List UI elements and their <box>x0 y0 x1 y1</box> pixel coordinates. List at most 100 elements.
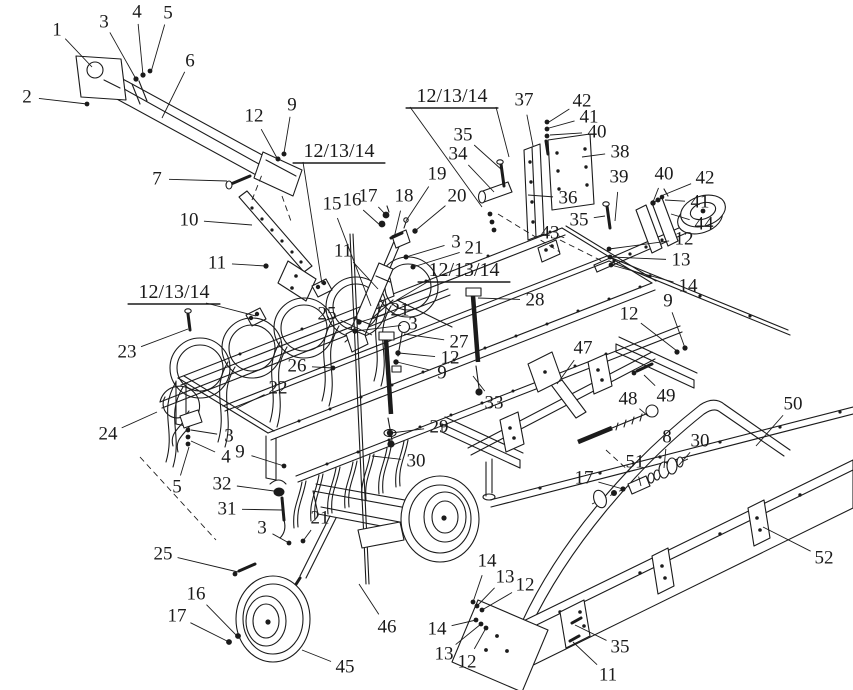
callout-label: 45 <box>336 657 355 678</box>
leader-line <box>204 221 252 225</box>
callout-label: 44 <box>695 214 715 235</box>
leader-line <box>639 409 648 416</box>
callout-label: 9 <box>287 95 297 116</box>
leader-line <box>477 588 495 606</box>
callout-label: 30 <box>691 431 710 452</box>
coil-tine <box>218 318 282 447</box>
callout-label: 24 <box>99 424 119 445</box>
callout-label: 35 <box>570 210 589 231</box>
leader-line <box>180 447 189 476</box>
callout-label: 40 <box>588 122 607 143</box>
callout-label: 21 <box>391 300 410 321</box>
callout-label: 3 <box>99 12 109 33</box>
leader-line <box>191 430 217 434</box>
callout-label: 32 <box>213 474 232 495</box>
callout-label: 17 <box>575 468 594 489</box>
leader-line <box>284 117 290 153</box>
leader-line <box>413 252 460 267</box>
leader-line <box>756 415 783 446</box>
callout-label: 3 <box>408 314 418 335</box>
callout-label: 17 <box>359 186 378 207</box>
leader-line <box>397 362 430 370</box>
callout-label: 16 <box>187 584 206 605</box>
leader-line <box>573 642 597 665</box>
leader-line <box>478 298 520 299</box>
leader-line <box>303 530 311 541</box>
leader-line <box>452 620 476 626</box>
leader-line <box>232 264 266 266</box>
callout-label: 25 <box>318 304 337 325</box>
leader-line <box>272 534 289 543</box>
callout-label: 35 <box>611 637 630 658</box>
leader-line <box>191 441 215 452</box>
callout-label: 25 <box>154 544 173 565</box>
callout-label: 13 <box>435 644 454 665</box>
depth-adjuster <box>350 234 410 584</box>
leader-line <box>582 154 605 157</box>
callout-label: 3 <box>257 518 267 539</box>
leader-line <box>468 165 494 192</box>
leader-line <box>39 98 87 104</box>
callout-label: 14 <box>428 619 448 640</box>
leader-line <box>237 486 274 491</box>
callout-label: 12 <box>516 575 535 596</box>
leader-line <box>303 162 322 284</box>
leader-line <box>312 367 333 368</box>
leader-line <box>610 257 666 259</box>
leader-line <box>456 624 481 645</box>
leader-line <box>141 329 188 347</box>
toolbar-assembly <box>270 288 682 546</box>
leader-line <box>528 195 553 197</box>
callout-label: 5 <box>172 477 182 498</box>
callout-label: 33 <box>485 393 504 414</box>
leader-line <box>372 456 401 459</box>
blade-assembly <box>452 400 853 690</box>
leader-line <box>406 245 445 257</box>
callout-label: 12 <box>441 348 460 369</box>
leader-line <box>261 129 277 158</box>
callout-label: 12 <box>620 304 639 325</box>
leader-line <box>360 314 386 322</box>
callout-label: 11 <box>334 241 352 262</box>
leader-line <box>653 188 659 202</box>
leader-line <box>399 353 435 357</box>
leader-line <box>549 121 575 128</box>
callout-label: 30 <box>407 451 426 472</box>
callout-label: 16 <box>343 190 362 211</box>
callout-label: 21 <box>465 238 484 259</box>
leader-line <box>559 236 564 238</box>
leader-line <box>763 527 811 551</box>
callout-label: 40 <box>655 164 674 185</box>
leader-line <box>404 334 444 340</box>
leader-line <box>151 25 165 72</box>
callout-label: 34 <box>449 144 469 165</box>
callout-label: 21 <box>311 508 330 529</box>
callout-label: 12 <box>245 106 264 127</box>
callout-label: 38 <box>611 142 630 163</box>
callout-label: 20 <box>448 186 467 207</box>
wheel-front <box>401 476 479 562</box>
callout-label: 37 <box>515 90 534 111</box>
callout-label: 1 <box>52 20 62 41</box>
tine-bar-assembly <box>160 257 450 467</box>
leader-line <box>251 456 284 466</box>
leader-line <box>672 312 685 348</box>
wheel-left <box>236 576 310 662</box>
callout-label: 27 <box>450 332 469 353</box>
callout-label: 42 <box>696 168 715 189</box>
callout-label: 9 <box>235 442 245 463</box>
callout-label: 14 <box>679 276 699 297</box>
callout-label: 22 <box>269 378 288 399</box>
leader-line <box>356 325 401 331</box>
callout-label: 5 <box>163 3 173 24</box>
callout-label: 7 <box>152 169 162 190</box>
callout-label: 12 <box>458 652 477 673</box>
rockshaft-subframe <box>140 337 697 540</box>
leader-line <box>482 593 512 610</box>
callout-label: 39 <box>610 167 629 188</box>
callout-label: 43 <box>541 223 560 244</box>
callout-label: 41 <box>691 192 710 213</box>
leader-line <box>415 206 445 231</box>
